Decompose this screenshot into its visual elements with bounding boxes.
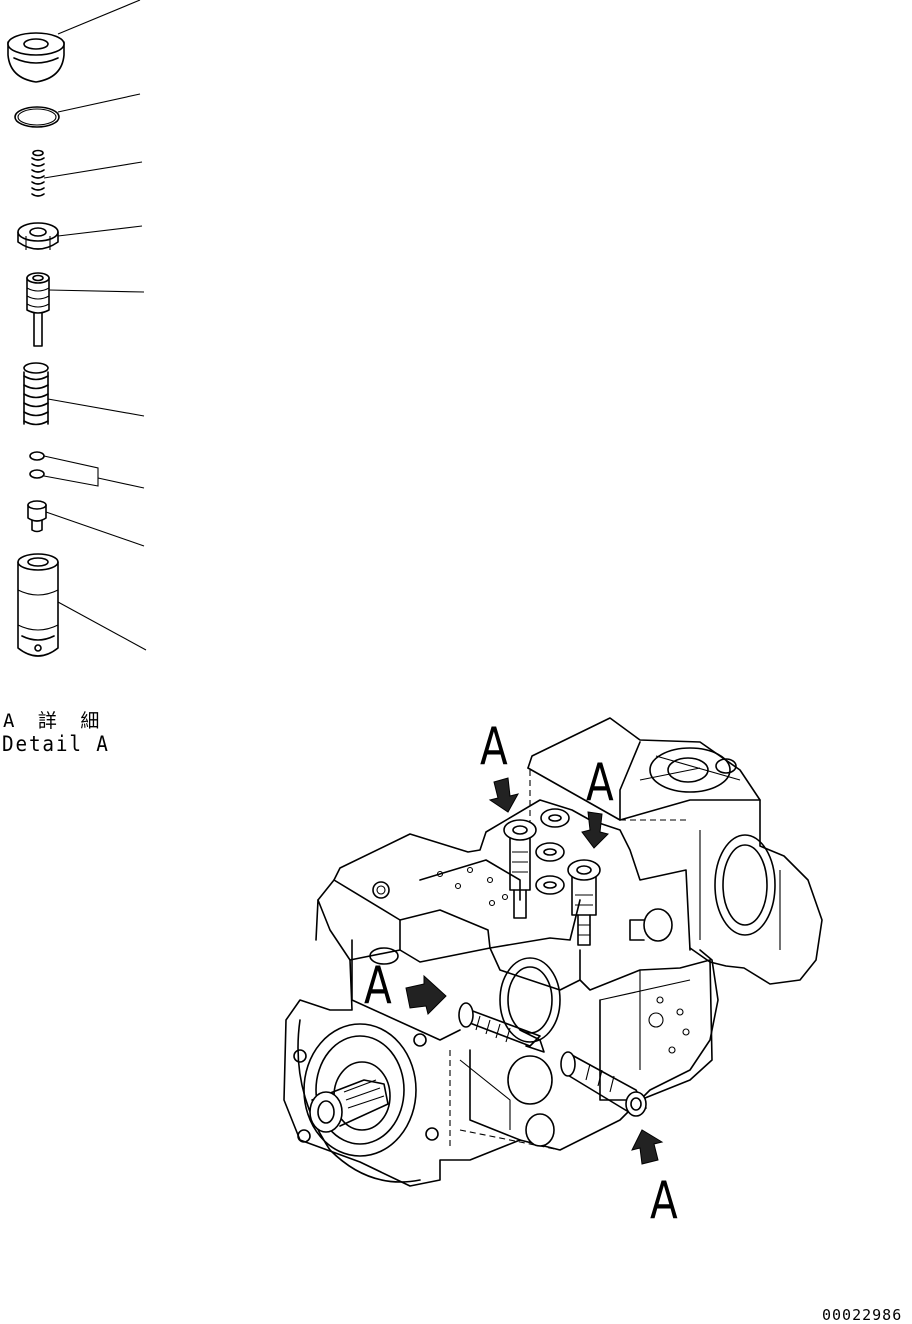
callout-a-top-right: A bbox=[586, 753, 614, 813]
part-sleeve bbox=[17, 553, 147, 657]
part-large-spring bbox=[23, 362, 145, 426]
arrow-top-right bbox=[581, 811, 609, 849]
callout-a-top-left: A bbox=[480, 717, 508, 777]
drawing-number: 00022986 bbox=[822, 1306, 903, 1324]
part-o-ring bbox=[14, 93, 141, 128]
detail-label-japanese: A 詳 細 bbox=[3, 710, 106, 732]
part-o-rings-pair bbox=[29, 451, 145, 489]
callout-a-left: A bbox=[364, 956, 392, 1016]
arrow-bottom bbox=[631, 1129, 664, 1165]
part-piston bbox=[26, 272, 145, 347]
side-valve-right bbox=[560, 1051, 647, 1117]
arrow-top-left bbox=[488, 777, 519, 813]
part-seat bbox=[27, 500, 145, 547]
top-valve-caps bbox=[503, 808, 601, 946]
part-plug bbox=[7, 0, 141, 83]
part-nut bbox=[17, 222, 143, 250]
side-valve-left bbox=[458, 1002, 545, 1053]
part-small-spring bbox=[31, 149, 143, 197]
arrow-left bbox=[405, 974, 447, 1015]
detail-label-english: Detail A bbox=[2, 732, 110, 756]
callout-a-bottom: A bbox=[650, 1171, 678, 1231]
pump-assembly bbox=[283, 717, 823, 1187]
